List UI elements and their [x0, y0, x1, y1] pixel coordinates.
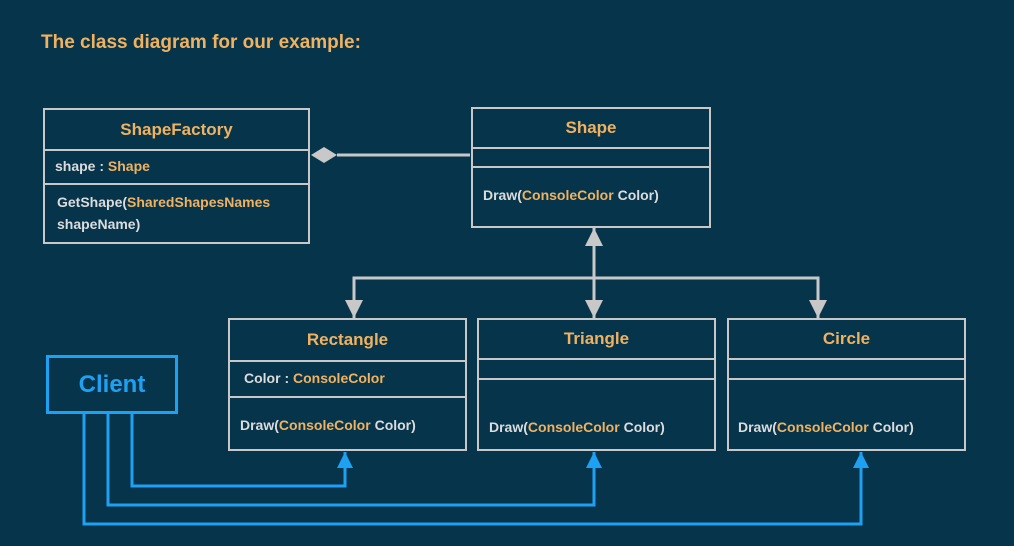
- shape-class: Shape Draw(ConsoleColor Color): [471, 107, 711, 228]
- field-section: [479, 358, 714, 378]
- field-type: Shape: [107, 158, 150, 174]
- method-section: Draw(ConsoleColor Color): [230, 396, 465, 452]
- method-type: ConsoleColor: [776, 419, 869, 435]
- field-name: shape :: [55, 158, 108, 174]
- diagram-title: The class diagram for our example:: [41, 32, 361, 53]
- field-section: [729, 358, 964, 378]
- inheritance-branch: [352, 276, 820, 318]
- triangle-class: Triangle Draw(ConsoleColor Color): [477, 318, 716, 451]
- method-name: Draw(: [489, 419, 528, 435]
- method-param-type: SharedShapesNames: [127, 194, 271, 210]
- rectangle-class: Rectangle Color : ConsoleColor Draw(Cons…: [228, 318, 467, 451]
- method-name: Draw(: [738, 419, 777, 435]
- method-suffix: Color): [868, 419, 914, 435]
- method-section: Draw(ConsoleColor Color): [479, 378, 714, 438]
- field-section: [473, 147, 709, 166]
- field-name: Color :: [244, 370, 293, 386]
- method-name: Draw(: [240, 417, 279, 433]
- method-name: GetShape(: [57, 194, 128, 210]
- method-param-rest: shapeName): [57, 216, 141, 232]
- method-suffix: Color): [613, 187, 659, 203]
- field-section: shape : Shape: [45, 149, 308, 183]
- method-section: GetShape(SharedShapesNames shapeName): [45, 183, 308, 235]
- client-box: Client: [46, 355, 178, 414]
- class-name: Shape: [565, 118, 617, 137]
- field-type: ConsoleColor: [293, 370, 385, 386]
- composition-diamond: [311, 147, 337, 163]
- method-type: ConsoleColor: [527, 419, 620, 435]
- client-to-triangle: [106, 414, 602, 507]
- client-to-rectangle: [130, 414, 353, 488]
- client-to-circle: [82, 414, 869, 526]
- method-suffix: Color): [619, 419, 665, 435]
- class-name: ShapeFactory: [120, 120, 233, 139]
- method-name: Draw(: [483, 187, 522, 203]
- method-suffix: Color): [370, 417, 416, 433]
- method-section: Draw(ConsoleColor Color): [729, 378, 964, 438]
- shapefactory-class: ShapeFactory shape : Shape GetShape(Shar…: [43, 108, 310, 244]
- field-section: Color : ConsoleColor: [230, 360, 465, 396]
- method-type: ConsoleColor: [278, 417, 371, 433]
- circle-class: Circle Draw(ConsoleColor Color): [727, 318, 966, 451]
- class-name: Triangle: [563, 329, 630, 348]
- method-type: ConsoleColor: [521, 187, 614, 203]
- method-section: Draw(ConsoleColor Color): [473, 166, 709, 222]
- class-name: Circle: [822, 329, 871, 348]
- class-name: Rectangle: [306, 330, 389, 349]
